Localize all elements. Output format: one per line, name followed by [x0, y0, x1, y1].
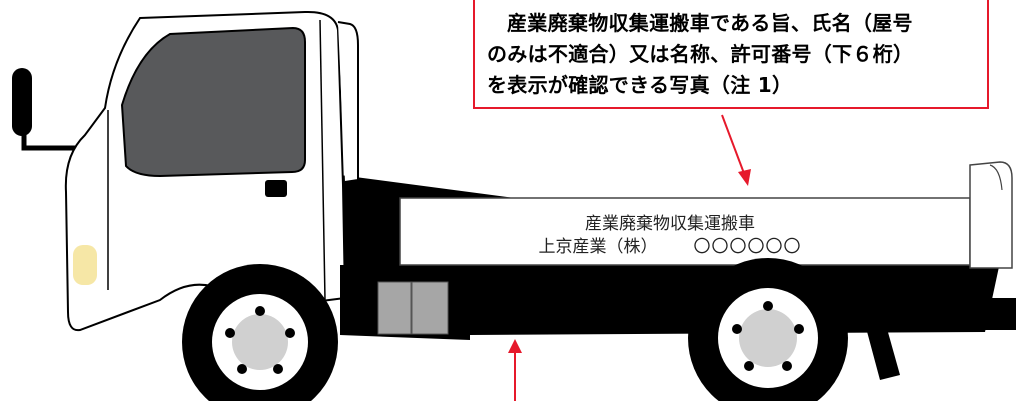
callout-box: 産業廃棄物収集運搬車である旨、氏名（屋号 のみは不適合）又は名称、許可番号（下６…	[473, 0, 989, 109]
door-line-rear	[319, 19, 326, 301]
bottom-arrow	[508, 339, 522, 401]
rear-wheel	[688, 258, 848, 401]
step-box-right	[411, 281, 449, 335]
side-mirror	[12, 68, 92, 151]
cab-pillar	[337, 21, 359, 183]
callout-line-1: 産業廃棄物収集運搬車である旨、氏名（屋号	[507, 11, 913, 35]
door-handle	[265, 180, 287, 197]
headlight	[73, 245, 97, 285]
callout-line-2: のみは不適合）又は名称、許可番号（下６桁）	[487, 42, 914, 66]
callout-arrow	[721, 114, 751, 186]
rear-mudguard	[850, 268, 900, 380]
truck-sign-company-line: 上京産業（株） 〇〇〇〇〇〇	[470, 232, 870, 257]
truck-sign-company: 上京産業（株）	[538, 237, 658, 257]
step-box-left	[377, 281, 412, 335]
truck-sign-permit-number: 〇〇〇〇〇〇	[693, 237, 802, 257]
front-wheel	[182, 264, 338, 401]
chassis-rail	[880, 298, 1016, 330]
cargo-bed	[399, 161, 1013, 269]
callout-line-3: を表示が確認できる写真（注 1）	[487, 73, 793, 97]
cab-window	[120, 26, 306, 178]
truck-sign-title: 産業廃棄物収集運搬車	[585, 214, 755, 234]
